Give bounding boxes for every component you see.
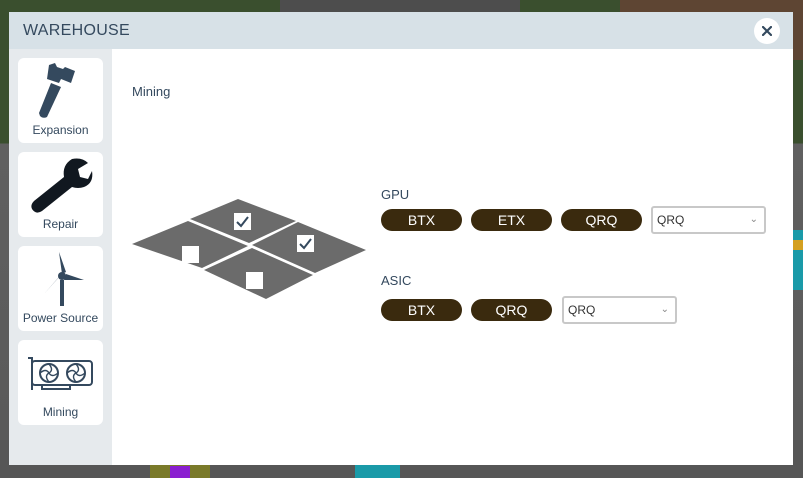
sidebar-label: Expansion (32, 123, 89, 137)
asic-qrq-button[interactable]: QRQ (471, 299, 552, 321)
chevron-down-icon: ⌄ (660, 304, 669, 315)
select-value: QRQ (657, 213, 685, 227)
sidebar-item-mining[interactable]: Mining (18, 340, 103, 425)
wind-turbine-icon (43, 251, 84, 306)
warehouse-modal: WAREHOUSE Expansion (9, 12, 793, 465)
mining-slot-grid (132, 199, 366, 299)
gpu-coin-select[interactable]: QRQ ⌄ (651, 206, 766, 234)
slot-tile-left[interactable] (132, 221, 248, 268)
sidebar-item-repair[interactable]: Repair (18, 152, 103, 237)
slot-checkbox-bottom[interactable] (246, 272, 263, 289)
modal-header: WAREHOUSE (9, 12, 793, 49)
sidebar: Expansion Repair (9, 49, 112, 465)
sidebar-item-power-source[interactable]: Power Source (18, 246, 103, 331)
sidebar-label: Power Source (22, 311, 99, 325)
asic-btx-button[interactable]: BTX (381, 299, 462, 321)
wrench-icon (30, 158, 92, 213)
close-button[interactable] (754, 18, 780, 44)
gpu-btx-button[interactable]: BTX (381, 209, 462, 231)
gpu-etx-button[interactable]: ETX (471, 209, 552, 231)
hammer-icon (38, 62, 75, 118)
sidebar-label: Repair (42, 217, 79, 231)
close-icon (762, 26, 772, 36)
chevron-down-icon: ⌄ (749, 214, 758, 225)
check-icon (236, 216, 249, 228)
gpu-qrq-button[interactable]: QRQ (561, 209, 642, 231)
gpu-label: GPU (381, 187, 410, 202)
asic-coin-select[interactable]: QRQ ⌄ (562, 296, 677, 324)
sidebar-label: Mining (42, 405, 79, 419)
check-icon (299, 238, 312, 250)
slot-checkbox-left[interactable] (182, 246, 199, 263)
slot-checkbox-right[interactable] (297, 235, 314, 252)
asic-label: ASIC (381, 273, 412, 288)
select-value: QRQ (568, 303, 596, 317)
sidebar-item-expansion[interactable]: Expansion (18, 58, 103, 143)
content-panel: Mining GPU BTX ETX QRQ QRQ ⌄ ASIC BTX QR… (112, 49, 793, 465)
gpu-card-icon (27, 356, 93, 390)
section-title: Mining (132, 84, 171, 99)
modal-title: WAREHOUSE (23, 21, 131, 39)
slot-checkbox-top[interactable] (234, 213, 251, 230)
